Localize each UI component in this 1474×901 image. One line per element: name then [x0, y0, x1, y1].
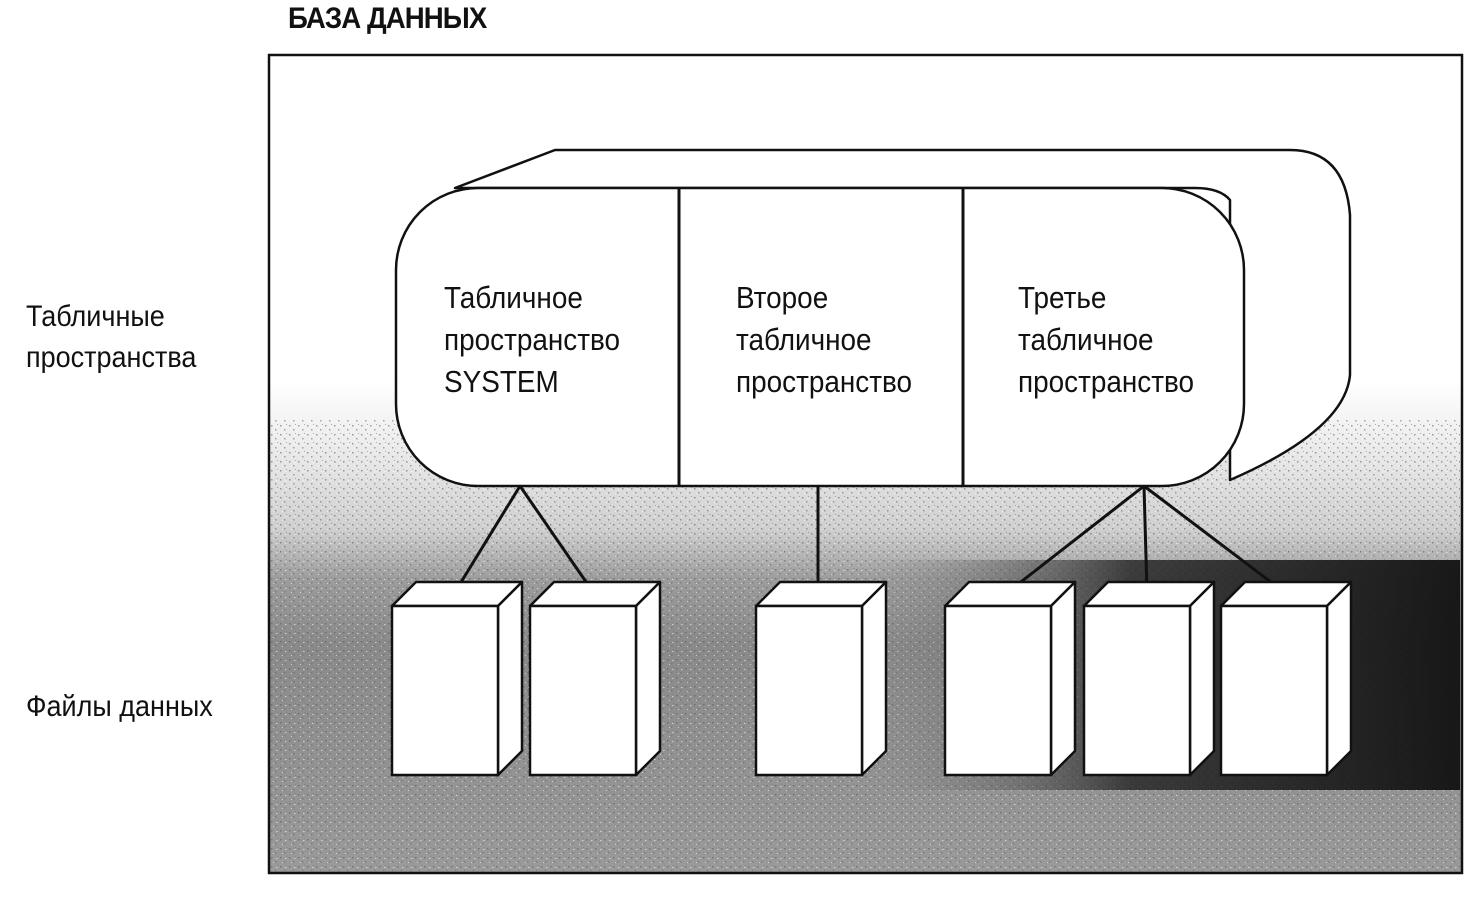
- tablespace-datafile-connector: [1142, 485, 1149, 593]
- datafile-box: [754, 580, 888, 777]
- tablespace-system-label: Табличное пространство SYSTEM: [444, 280, 621, 399]
- tablespaces-label: Табличные пространства: [26, 300, 197, 374]
- tablespace-box-top: [453, 148, 1352, 482]
- database-title: БАЗА ДАННЫХ: [288, 2, 487, 35]
- tablespace-third-label: Третье табличное пространство: [1018, 280, 1195, 399]
- tablespace-datafile-connector: [1007, 484, 1145, 594]
- datafile-box: [1082, 580, 1216, 777]
- datafile-box: [1219, 580, 1353, 777]
- tablespace-second-label: Второе табличное пространство: [736, 280, 913, 399]
- tablespace-datafile-connector: [1143, 484, 1285, 594]
- datafiles-label: Файлы данных: [26, 690, 213, 723]
- tablespace-box-front: [394, 186, 1246, 488]
- tablespace-datafile-connector: [453, 485, 522, 593]
- tablespace-datafile-connector: [518, 485, 595, 593]
- datafile-box: [943, 580, 1077, 777]
- datafile-box: [528, 580, 662, 777]
- datafile-box: [390, 580, 524, 777]
